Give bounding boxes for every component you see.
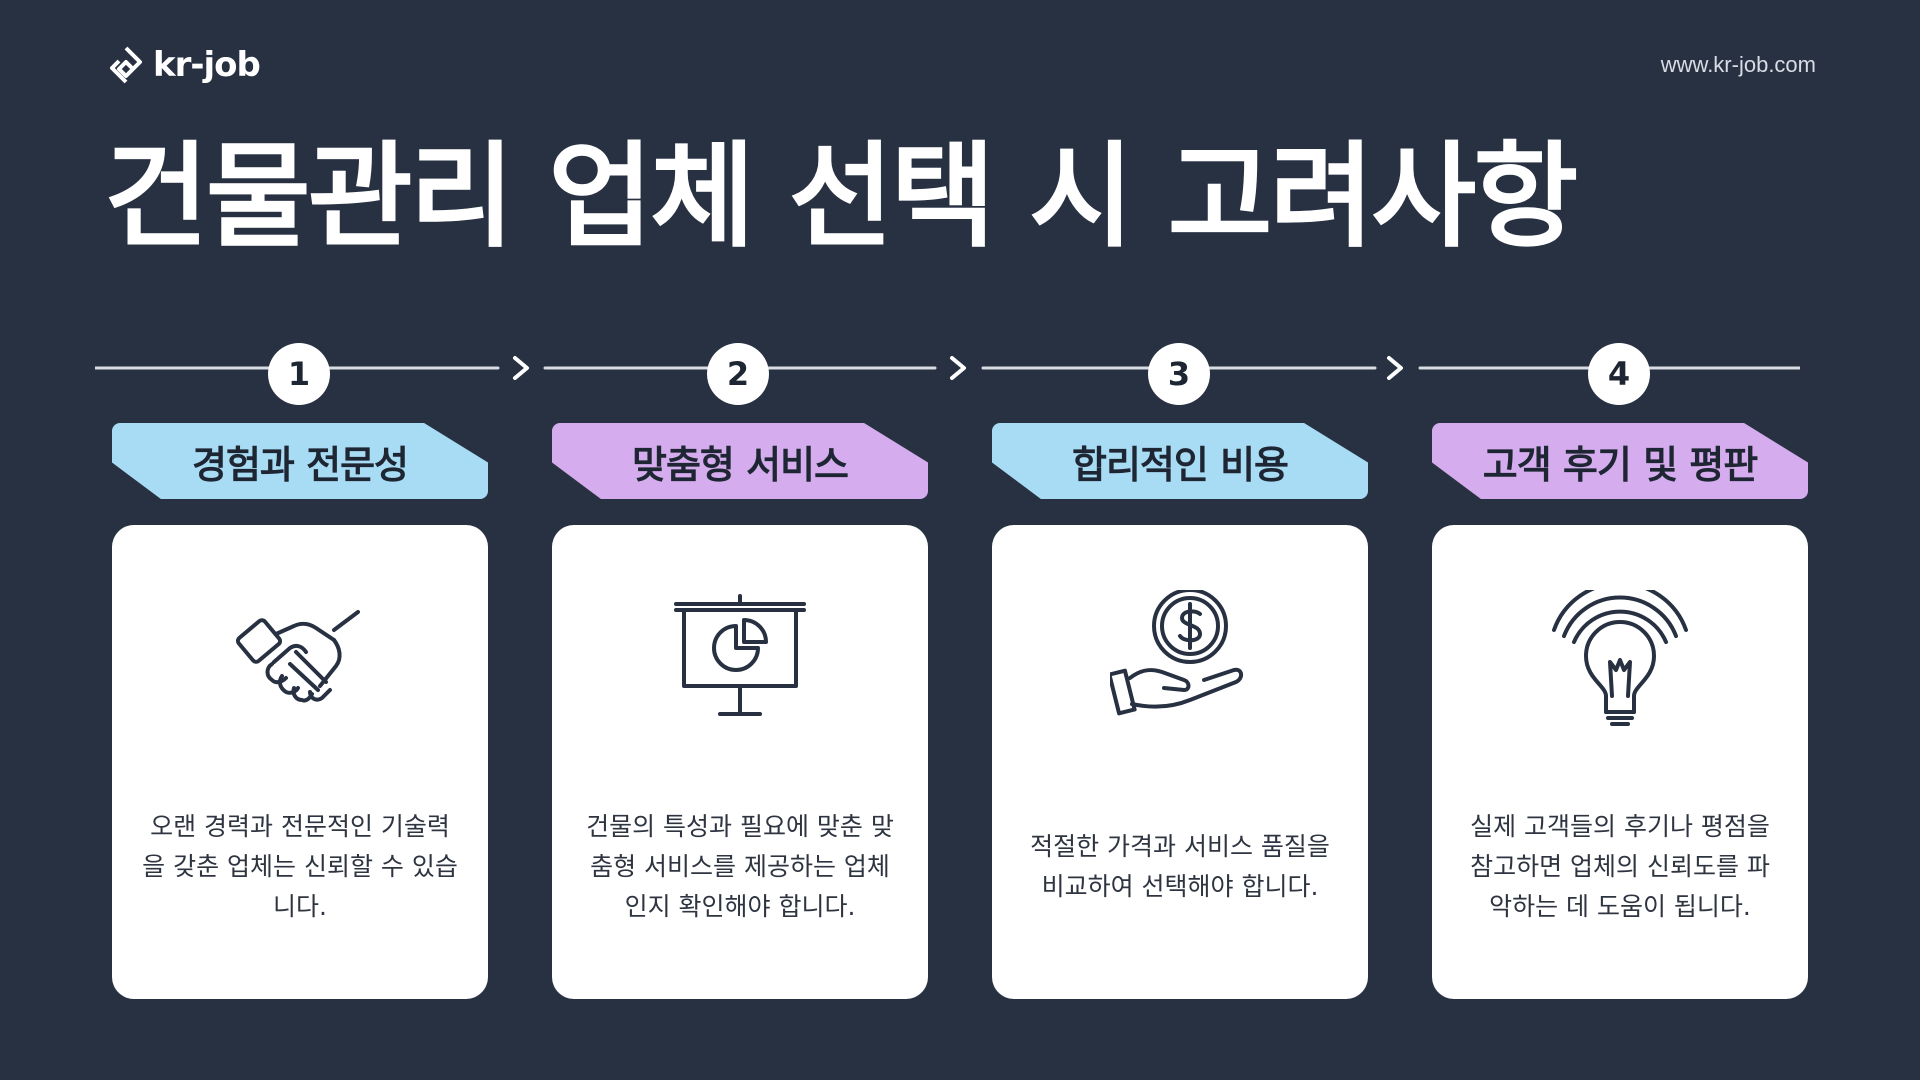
chevron-right-icon: [513, 356, 529, 380]
step-title-4: 고객 후기 및 평판: [1432, 423, 1808, 499]
step-timeline: 1 2 3 4: [95, 340, 1800, 405]
chevron-right-icon: [1387, 356, 1403, 380]
step-number-2: 2: [707, 343, 769, 405]
handshake-icon: [235, 610, 360, 703]
step-description-1: 오랜 경력과 전문적인 기술력을 갖춘 업체는 신뢰할 수 있습니다.: [142, 812, 458, 921]
step-number-3: 3: [1148, 343, 1210, 405]
presentation-chart-icon: [674, 594, 806, 716]
lightbulb-icon: [1552, 590, 1688, 726]
step-number-1: 1: [268, 343, 330, 405]
step-card-1: 오랜 경력과 전문적인 기술력을 갖춘 업체는 신뢰할 수 있습니다.: [112, 525, 488, 999]
step-card-2: 건물의 특성과 필요에 맞춘 맞춤형 서비스를 제공하는 업체인지 확인해야 합…: [552, 525, 928, 999]
chevron-right-icon: [950, 356, 966, 380]
hand-coin-icon: [1110, 590, 1243, 716]
step-card-4: 실제 고객들의 후기나 평점을 참고하면 업체의 신뢰도를 파악하는 데 도움이…: [1432, 525, 1808, 999]
step-description-4: 실제 고객들의 후기나 평점을 참고하면 업체의 신뢰도를 파악하는 데 도움이…: [1470, 812, 1770, 921]
logo-diamond-icon: [110, 46, 142, 84]
timeline-line: [95, 356, 1800, 380]
logo-text: kr-job: [153, 45, 261, 85]
step-number-4: 4: [1588, 343, 1650, 405]
step-title-1: 경험과 전문성: [112, 423, 488, 499]
site-url[interactable]: www.kr-job.com: [1660, 52, 1816, 77]
step-title-2: 맞춤형 서비스: [552, 423, 928, 499]
brand-logo[interactable]: kr-job: [105, 44, 261, 86]
page-title: 건물관리 업체 선택 시 고려사항: [104, 130, 1578, 263]
step-title-3: 합리적인 비용: [992, 423, 1368, 499]
step-description-3: 적절한 가격과 서비스 품질을 비교하여 선택해야 합니다.: [1030, 832, 1330, 901]
step-card-3: 적절한 가격과 서비스 품질을 비교하여 선택해야 합니다.: [992, 525, 1368, 999]
step-description-2: 건물의 특성과 필요에 맞춘 맞춤형 서비스를 제공하는 업체인지 확인해야 합…: [586, 812, 894, 921]
